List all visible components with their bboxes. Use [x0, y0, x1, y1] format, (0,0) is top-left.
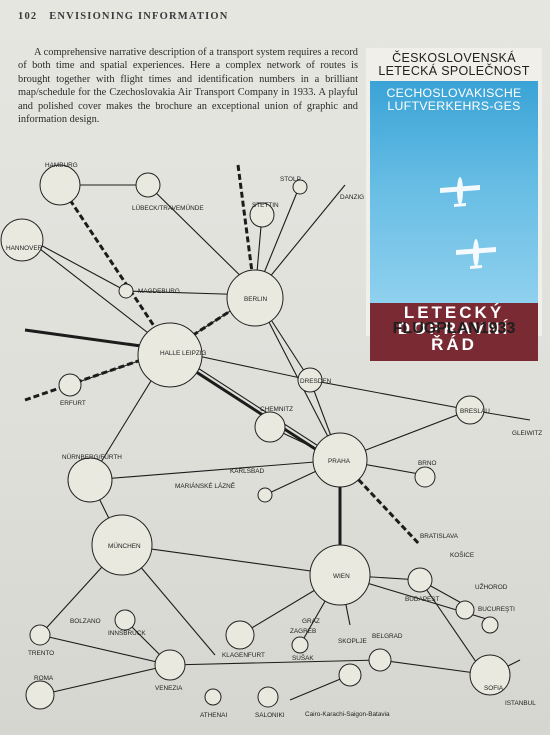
city-node-bucuresti: [481, 616, 499, 634]
running-header: 102 ENVISIONING INFORMATION: [18, 11, 229, 22]
city-node-karlsbad: [257, 487, 273, 503]
intro-paragraph: A comprehensive narrative description of…: [18, 47, 358, 126]
city-node-skoplje: [338, 663, 362, 687]
city-label: LÜBECK/TRAVEMÜNDE: [132, 204, 204, 212]
cover-line-7: ŘÁD: [431, 335, 477, 354]
brochure-cover: ČESKOSLOVENSKÁ LETECKÁ SPOLEČNOST CECHOS…: [366, 48, 542, 361]
city-labels: HAMBURG LÜBECK/TRAVEMÜNDE STOLP DANZIG S…: [6, 162, 542, 719]
city-node-hamburg: [39, 164, 81, 206]
city-label: INNSBRUCK: [108, 630, 146, 637]
city-node-dresden: [297, 367, 323, 393]
city-label: DRESDEN: [300, 378, 332, 385]
city-label: BRNO: [418, 460, 436, 467]
city-label: HAMBURG: [45, 162, 78, 169]
city-label: TRENTO: [28, 650, 54, 657]
city-node-nurnberg: [67, 457, 113, 503]
city-label: ISTANBUL: [505, 700, 536, 707]
city-node-munchen: [91, 514, 153, 576]
route-lines: [21, 164, 531, 701]
city-node-budapest: [407, 567, 433, 593]
city-node-trento: [29, 624, 51, 646]
city-node-brno: [414, 466, 436, 488]
city-label: BERLIN: [244, 296, 267, 303]
city-node-uzhorod: [455, 600, 475, 620]
city-label: SUŠAK: [292, 653, 314, 662]
cover-flugplan: FLUGPLAN1933: [392, 320, 516, 337]
city-node-wien: [309, 544, 371, 606]
city-label: PRAHA: [328, 458, 351, 465]
city-label: DANZIG: [340, 194, 364, 201]
city-label: SKOPLJE: [338, 638, 367, 645]
city-node-berlin: [226, 269, 284, 327]
city-label: ROMA: [34, 675, 54, 682]
city-node-halle-leipzig: [137, 322, 203, 388]
city-label: HANNOVER: [6, 245, 43, 252]
city-label: SOFIA: [484, 685, 504, 692]
city-nodes: [0, 164, 511, 710]
city-node-breslau: [455, 395, 485, 425]
city-label: BUDAPEST: [405, 596, 440, 603]
city-node-sofia: [469, 654, 511, 696]
city-node-stettin: [249, 202, 275, 228]
city-label: SALONIKI: [255, 712, 285, 719]
airplane-icon: [440, 177, 480, 207]
cover-line-3: CECHOSLOVAKISCHE: [386, 86, 522, 100]
cover-line-2: LETECKÁ SPOLEČNOST: [378, 64, 530, 78]
city-label: HALLE LEIPZIG: [160, 350, 207, 357]
cover-sky-panel: CECHOSLOVAKISCHE LUFTVERKEHRS-GES: [370, 81, 538, 361]
page-number: 102: [18, 11, 38, 22]
city-node-erfurt: [58, 373, 82, 397]
city-label: GRAZ: [302, 618, 320, 625]
route-map: HAMBURG LÜBECK/TRAVEMÜNDE STOLP DANZIG S…: [0, 162, 542, 719]
map-footer-note: Cairo-Karachi-Saigon-Batavia: [305, 711, 390, 718]
city-node-hannover: [0, 218, 44, 262]
city-label: BUCUREŞTI: [478, 606, 515, 613]
city-node-venezia: [154, 649, 186, 681]
city-node-praha: [312, 432, 368, 488]
cover-line-1: ČESKOSLOVENSKÁ: [392, 51, 516, 65]
cover-line-4: LUFTVERKEHRS-GES: [387, 99, 521, 113]
city-label: MÜNCHEN: [108, 542, 141, 550]
city-label: BELGRAD: [372, 633, 403, 640]
city-label: BOLZANO: [70, 618, 101, 625]
airplane-icon: [456, 239, 496, 269]
city-node-zagreb: [291, 636, 309, 654]
city-node-chemnitz: [254, 411, 286, 443]
city-label: BRESLAU: [460, 408, 490, 415]
city-label: GLEIWITZ: [512, 430, 542, 437]
city-label: KLAGENFURT: [222, 652, 265, 659]
cover-title-panel: LETECKÝ DOPRAVNÍ ŘÁD: [370, 303, 538, 361]
city-label: UŽHOROD: [475, 582, 508, 591]
city-label: MARIÁNSKÉ LÁZNĚ: [175, 481, 235, 490]
city-label: STOLP: [280, 176, 301, 183]
city-label: KARLSBAD: [230, 468, 264, 475]
running-title: ENVISIONING INFORMATION: [49, 11, 229, 22]
city-node-innsbruck: [114, 609, 136, 631]
cover-title-czech: ČESKOSLOVENSKÁ LETECKÁ SPOLEČNOST: [370, 52, 538, 78]
city-label: WIEN: [333, 573, 350, 580]
city-label: KOŠICE: [450, 550, 474, 559]
cover-title-german: CECHOSLOVAKISCHE LUFTVERKEHRS-GES: [370, 87, 538, 113]
cover-line-5: LETECKÝ: [403, 303, 505, 322]
city-node-saloniki: [257, 686, 279, 708]
city-node-magdeburg: [118, 283, 134, 299]
city-label: BRATISLAVA: [420, 533, 459, 540]
city-node-klagenfurt: [225, 620, 255, 650]
city-label: ERFURT: [60, 400, 86, 407]
city-label: CHEMNITZ: [260, 406, 293, 413]
cover-line-6: DOPRAVNÍ: [397, 319, 511, 338]
city-node-belgrad: [368, 648, 392, 672]
city-label: NÜRNBERG/FÜRTH: [62, 453, 122, 461]
city-node-lubeck: [135, 172, 161, 198]
city-label: VENEZIA: [155, 685, 183, 692]
cover-title-main: LETECKÝ DOPRAVNÍ ŘÁD: [370, 303, 538, 354]
city-node-athenai: [204, 688, 222, 706]
city-label: ATHENAI: [200, 712, 227, 719]
city-node-stolp: [292, 179, 308, 195]
city-label: ZAGREB: [290, 628, 316, 635]
city-node-roma: [25, 680, 55, 710]
city-label: MAGDEBURG: [138, 288, 180, 295]
city-label: STETTIN: [252, 202, 279, 209]
